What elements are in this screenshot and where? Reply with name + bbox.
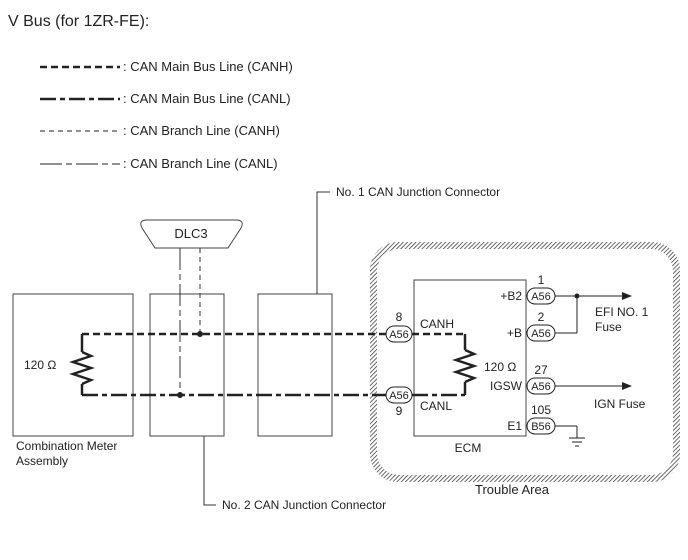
combination-meter-box [12,293,134,437]
page-title: V Bus (for 1ZR-FE): [8,13,149,30]
arrow-efi-fuse [622,292,632,300]
pin-canl: 9 [396,404,403,418]
pin-b: 2 [538,310,545,324]
terminal-igsw: IGSW [490,379,523,393]
connector-a56-igsw-label: A56 [531,381,551,393]
ecm-resistor [452,334,478,395]
callout-line-junction-2 [203,436,216,506]
junction-connector-1-label: No. 1 CAN Junction Connector [336,185,500,199]
connector-a56-b-label: A56 [531,328,551,340]
legend: : CAN Main Bus Line (CANH) : CAN Main Bu… [40,59,293,171]
connector-a56-canh [385,325,413,343]
terminal-e1: E1 [507,419,522,433]
connector-a56-canl-label: A56 [389,390,409,402]
trouble-area-label: Trouble Area [475,482,550,497]
dlc3-connector [140,219,243,249]
legend-label-branch-canh: : CAN Branch Line (CANH) [123,123,280,138]
connector-a56-canh-label: A56 [389,329,409,341]
ecm-resistor-label: 120 Ω [484,360,516,374]
connector-b56-e1-label: B56 [531,421,551,433]
ground-symbol [569,437,585,447]
pin-canh: 8 [396,310,403,324]
pin-igsw: 27 [534,363,548,377]
junction-connector-1-box [257,293,333,437]
ecm-label: ECM [455,441,482,455]
pin-b2: 1 [538,273,545,287]
meter-resistor [69,334,95,395]
terminal-canh: CANH [420,317,454,331]
combination-meter-label-2: Assembly [16,454,68,468]
junction-connector-2-box [149,293,225,437]
junction-dot-canl [177,392,183,398]
junction-connector-2-label: No. 2 CAN Junction Connector [222,498,386,512]
connector-a56-b2-label: A56 [531,291,551,303]
legend-label-main-canh: : CAN Main Bus Line (CANH) [123,59,293,74]
terminal-b2: +B2 [500,289,522,303]
efi-fuse-label-1: EFI NO. 1 [595,305,649,319]
ign-fuse-label: IGN Fuse [594,397,646,411]
ecm-box [413,279,527,437]
callout-line-junction-1 [316,191,330,294]
terminal-canl: CANL [420,399,452,413]
efi-fuse-label-2: Fuse [595,320,622,334]
connector-a56-canl [385,386,413,404]
legend-label-main-canl: : CAN Main Bus Line (CANL) [123,91,291,106]
pin-e1: 105 [531,403,551,417]
terminal-b: +B [507,326,522,340]
junction-dot-canh [197,331,203,337]
combination-meter-label-1: Combination Meter [16,439,117,453]
arrow-ign-fuse [622,382,632,390]
junction-dot-power [574,293,580,299]
meter-resistor-label: 120 Ω [24,358,56,372]
legend-label-branch-canl: : CAN Branch Line (CANL) [123,156,278,171]
dlc3-label: DLC3 [174,226,207,241]
